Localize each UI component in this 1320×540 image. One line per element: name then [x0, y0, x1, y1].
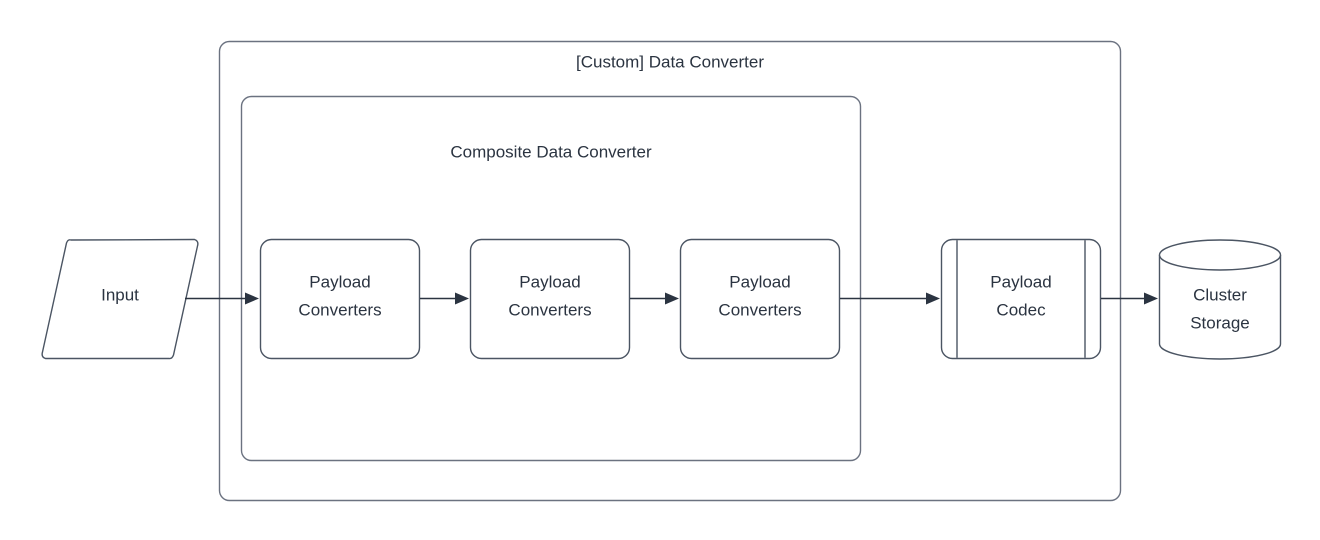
- payload-codec-label-line-1: Payload: [990, 272, 1051, 291]
- custom-data-converter-border: [218, 40, 1122, 502]
- payload-converters-1-label-line-1: Payload: [309, 272, 370, 291]
- edge-payload-codec-to-cluster-storage: [1101, 292, 1158, 305]
- custom-data-converter-container[interactable]: [Custom] Data Converter: [218, 40, 1122, 502]
- payload-converters-3-shape: [679, 238, 841, 360]
- input-node[interactable]: Input: [41, 238, 199, 360]
- custom-data-converter-title: [Custom] Data Converter: [576, 52, 764, 71]
- payload-converters-2-label-line-2: Converters: [508, 300, 591, 319]
- payload-converters-2-label-line-1: Payload: [519, 272, 580, 291]
- payload-converters-2-shape: [469, 238, 631, 360]
- payload-codec-node[interactable]: Payload Codec: [940, 238, 1102, 360]
- edge-converter-2-to-converter-3: [630, 292, 679, 305]
- arrow-head-icon: [455, 292, 469, 305]
- cluster-storage-label-line-2: Storage: [1190, 313, 1250, 332]
- payload-converters-1-label-line-2: Converters: [298, 300, 381, 319]
- payload-codec-shape: [940, 238, 1102, 360]
- cluster-storage-node[interactable]: Cluster Storage: [1158, 239, 1282, 360]
- payload-converters-1-shape: [259, 238, 421, 360]
- payload-converters-2-node[interactable]: Payload Converters: [469, 238, 631, 360]
- payload-converters-3-label-line-2: Converters: [718, 300, 801, 319]
- arrow-head-icon: [665, 292, 679, 305]
- cluster-storage-shape: [1158, 239, 1282, 360]
- composite-data-converter-container[interactable]: Composite Data Converter: [240, 95, 862, 462]
- cluster-storage-top-arc: [1158, 254, 1282, 271]
- arrow-head-icon: [245, 292, 259, 305]
- cluster-storage-label-line-1: Cluster: [1193, 285, 1247, 304]
- input-label: Input: [101, 285, 139, 304]
- arrow-head-icon: [926, 292, 940, 305]
- edge-converter-3-to-payload-codec: [840, 292, 940, 305]
- payload-codec-label-line-2: Codec: [996, 300, 1046, 319]
- payload-converters-1-node[interactable]: Payload Converters: [259, 238, 421, 360]
- composite-data-converter-title: Composite Data Converter: [450, 142, 652, 161]
- payload-converters-3-label-line-1: Payload: [729, 272, 790, 291]
- arrow-head-icon: [1144, 292, 1158, 305]
- composite-data-converter-border: [240, 95, 862, 462]
- payload-converters-3-node[interactable]: Payload Converters: [679, 238, 841, 360]
- edge-input-to-converter-1: [185, 292, 259, 305]
- edge-converter-1-to-converter-2: [420, 292, 469, 305]
- input-shape: [41, 238, 199, 360]
